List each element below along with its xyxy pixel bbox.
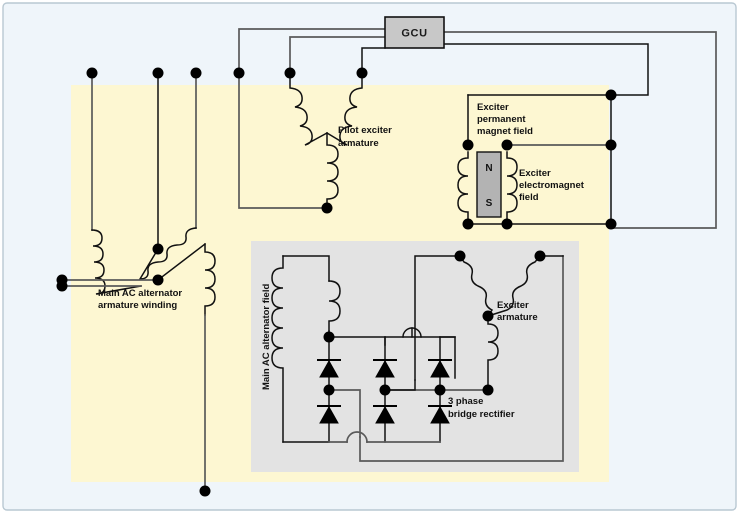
- node-main-armature-c: [190, 67, 202, 79]
- node-main-armature-mid: [152, 243, 164, 255]
- pilot-exciter-armature-label-line1: Pilot exciter: [338, 125, 392, 136]
- node-exciter-pm-left: [462, 139, 474, 151]
- exciter-armature-coil-right: [487, 254, 542, 317]
- node-rectifier-a-mid: [323, 384, 335, 396]
- three-phase-bridge-rectifier-label-line1: 3 phase: [448, 396, 483, 407]
- rectifier-leg-a-mid-branch: [328, 389, 361, 438]
- diode-c-upper: [428, 359, 452, 378]
- node-main-armature-neutral-bottom: [199, 485, 211, 497]
- magnet-north-label: N: [485, 163, 492, 174]
- exciter-permanent-magnet-field-coil: [457, 151, 469, 225]
- gcu-output-lower-wire: [443, 43, 649, 96]
- node-pilot-neutral-bus: [233, 67, 245, 79]
- diode-a-lower: [317, 405, 341, 424]
- main-armature-coil-d: [204, 243, 216, 316]
- rectifier-bottom-bus-hop: [346, 431, 368, 443]
- node-exciter-field-bottom-left: [462, 218, 474, 230]
- exciter-armature-feed-to-bridge-wire: [384, 379, 416, 391]
- node-main-armature-star: [152, 274, 164, 286]
- gcu-wire-phase-b: [289, 36, 386, 74]
- node-rectifier-c-mid: [434, 384, 446, 396]
- main-armature-star-wire: [156, 242, 207, 282]
- main-ac-alternator-field-label: Main AC alternator field: [261, 284, 272, 390]
- node-exciter-em-tap: [501, 139, 513, 151]
- main-field-loop-wire: [282, 255, 330, 282]
- diode-c-lower: [428, 405, 452, 424]
- gcu-box[interactable]: [384, 16, 445, 49]
- main-armature-coil-c: [138, 227, 197, 280]
- exciter-armature-coil-bottom: [487, 315, 499, 391]
- exciter-armature-left-feed-wire: [414, 255, 461, 381]
- node-pilot-star-bottom: [321, 202, 333, 214]
- terminal-nodes: [56, 67, 617, 497]
- node-exciter-field-bottom-mid: [501, 218, 513, 230]
- exciter-electromagnet-field-coil: [506, 151, 518, 225]
- node-rectifier-b-mid: [379, 384, 391, 396]
- node-rectifier-a-top: [323, 331, 335, 343]
- node-exciter-armature-bottom: [482, 384, 494, 396]
- node-exciter-pm-top-right: [605, 89, 617, 101]
- diode-b-lower: [373, 405, 397, 424]
- node-exciter-field-bottom-right: [605, 218, 617, 230]
- diode-a-upper: [317, 359, 341, 378]
- pilot-exciter-neutral-wire: [238, 72, 328, 209]
- main-armature-winding-label-line1: Main AC alternator: [98, 288, 182, 299]
- pilot-exciter-coil-bottom: [326, 132, 339, 209]
- magnet-south-label: S: [486, 198, 493, 209]
- permanent-magnet-block: [476, 151, 502, 218]
- exciter-armature-label-line2: armature: [497, 312, 538, 323]
- gcu-label: GCU: [401, 28, 427, 40]
- gcu-wire-phase-c: [361, 47, 386, 74]
- exciter-electromagnet-field-label-line2: electromagnet: [519, 180, 585, 191]
- exciter-electromagnet-field-label-line1: Exciter: [519, 168, 551, 179]
- exciter-armature-coil-left: [458, 254, 494, 318]
- node-exciter-armature-left: [454, 250, 466, 262]
- node-pilot-phase-b: [284, 67, 296, 79]
- main-ac-alternator-field-coil: [271, 255, 284, 443]
- exciter-armature-label-line1: Exciter: [497, 300, 529, 311]
- pilot-exciter-coil-right: [325, 72, 363, 146]
- exciter-electromagnet-field-label-line3: field: [519, 192, 539, 203]
- gcu-wire-phase-a: [238, 28, 386, 74]
- diode-b-upper: [373, 359, 397, 378]
- exciter-permanent-magnet-field-label-line2: permanent: [477, 114, 526, 125]
- gcu-output-upper-wire: [443, 31, 717, 229]
- node-exciter-armature-star: [482, 310, 494, 322]
- pilot-exciter-coil-left: [289, 72, 329, 146]
- node-main-armature-terminal-b: [56, 274, 68, 286]
- main-armature-coil-a: [91, 229, 142, 295]
- node-main-armature-b: [152, 67, 164, 79]
- rectifier-output-rail-wire: [359, 255, 564, 462]
- node-exciter-armature-right: [534, 250, 546, 262]
- node-pilot-phase-c: [356, 67, 368, 79]
- exciter-permanent-magnet-field-label-line3: magnet field: [477, 126, 533, 137]
- main-armature-winding-label-line2: armature winding: [98, 300, 177, 311]
- exciter-permanent-magnet-field-label-line1: Exciter: [477, 102, 509, 113]
- main-field-return-coil: [328, 280, 341, 332]
- node-main-armature-a: [86, 67, 98, 79]
- node-exciter-em-tap-right: [605, 139, 617, 151]
- pilot-exciter-armature-label-line2: armature: [338, 138, 379, 149]
- three-phase-bridge-rectifier-label-line2: bridge rectifier: [448, 409, 515, 420]
